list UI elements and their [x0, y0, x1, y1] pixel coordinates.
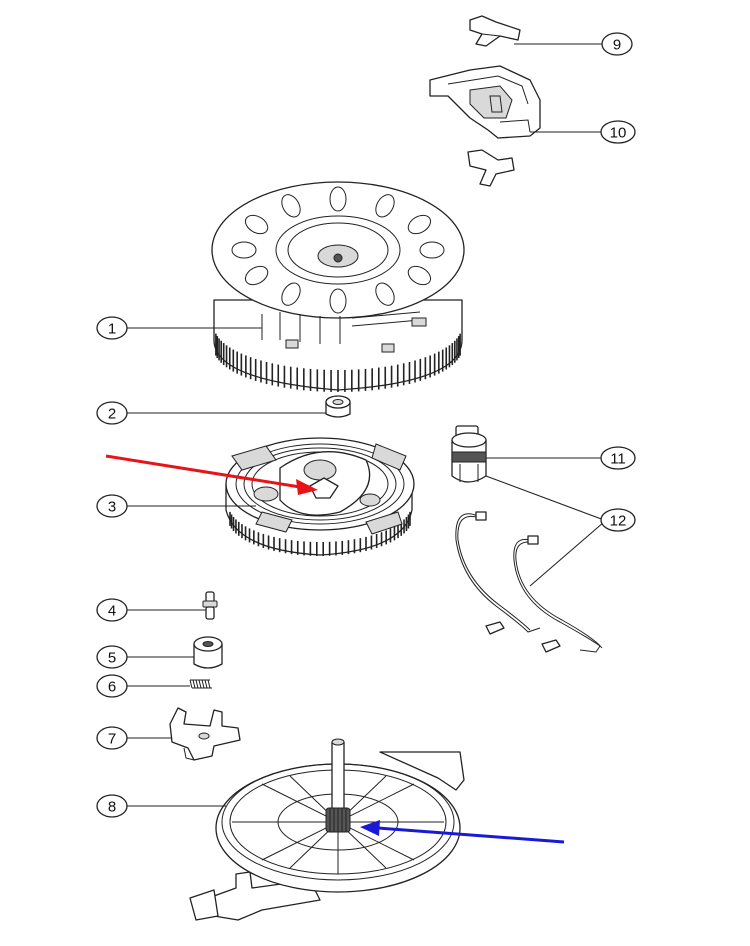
- callout-5: 5: [96, 645, 128, 669]
- callout-12: 12: [600, 508, 636, 532]
- part-8-base: [189, 738, 465, 921]
- callout-1-label: 1: [108, 321, 116, 338]
- part-11-motor: [451, 425, 487, 483]
- callout-9-label: 9: [613, 37, 621, 54]
- callout-4-label: 4: [108, 603, 116, 620]
- part-3-spring-housing: [225, 437, 415, 556]
- part-2-bushing: [325, 395, 351, 418]
- callout-10-label: 10: [610, 125, 627, 142]
- part-1-reel-drum: [211, 181, 465, 392]
- callout-5-label: 5: [108, 650, 116, 667]
- callout-7-label: 7: [108, 731, 116, 748]
- callout-6: 6: [96, 674, 128, 698]
- part-6-spring: [189, 679, 212, 689]
- callout-10: 10: [600, 120, 636, 144]
- callout-1: 1: [96, 316, 128, 340]
- part-12-wire-harness: [455, 511, 603, 653]
- part-10-bracket: [429, 65, 541, 139]
- part-7-lever: [169, 707, 241, 761]
- callout-11-label: 11: [610, 451, 626, 468]
- part-9-clip-lower: [467, 149, 515, 187]
- part-5-roller: [193, 636, 223, 669]
- leader-lines: [126, 43, 605, 807]
- blue-arrow: [360, 820, 565, 844]
- callout-9: 9: [601, 32, 633, 56]
- callout-7: 7: [96, 726, 128, 750]
- callout-6-label: 6: [108, 679, 116, 696]
- callout-3: 3: [96, 494, 128, 518]
- callout-8: 8: [96, 794, 128, 818]
- red-arrow: [105, 454, 318, 495]
- callout-8-label: 8: [108, 799, 116, 816]
- part-9-clip: [469, 15, 521, 47]
- callout-2-label: 2: [108, 406, 116, 423]
- callout-4: 4: [96, 598, 128, 622]
- part-4-pin: [202, 591, 218, 620]
- callout-3-label: 3: [108, 499, 116, 516]
- callout-12-label: 12: [610, 513, 627, 530]
- callout-2: 2: [96, 401, 128, 425]
- callout-11: 11: [600, 446, 636, 470]
